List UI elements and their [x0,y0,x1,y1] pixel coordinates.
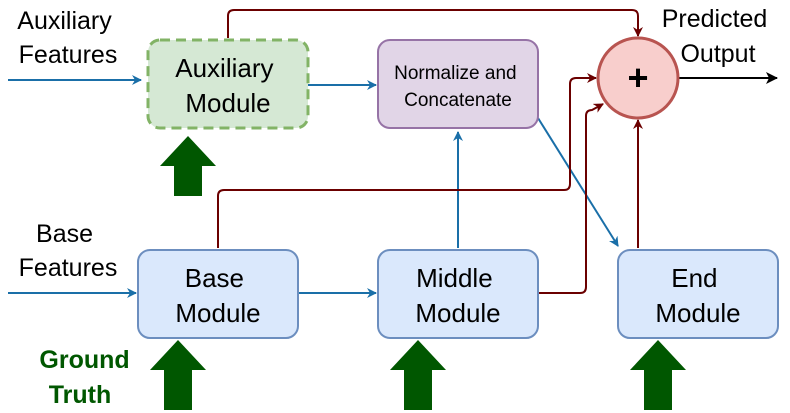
auxiliary-features-label: Auxiliary Features [17,7,118,69]
normalize-concatenate-label: Normalize and Concatenate [394,63,522,111]
skip-base-module-to-sum [217,73,597,248]
sum-node [596,36,680,120]
arrow-normalize-to-end-module [537,117,619,247]
base-module-label: Base Module [175,263,260,328]
middle-module-box [377,249,539,339]
end-module-box [617,249,779,339]
up-arrow-base-module-icon [150,340,206,410]
middle-module-label: Middle Module [415,263,500,328]
up-arrow-middle-module-icon [390,340,446,410]
base-features-label: Base Features [19,220,118,282]
predicted-output-label: Predicted Output [662,5,775,68]
end-module-label: End Module [655,263,740,328]
auxiliary-module-box [146,38,310,130]
base-module-box [137,249,299,339]
normalize-concatenate-box [377,39,539,129]
sum-symbol: + [627,57,648,98]
skip-middle-module-to-sum [538,103,604,294]
up-arrow-end-module-icon [630,340,686,410]
ground-truth-label: Ground Truth [39,346,136,409]
skip-aux-module-to-sum [227,9,643,38]
auxiliary-module-label: Auxiliary Module [175,53,280,118]
up-arrow-auxiliary-module-icon [160,136,216,196]
